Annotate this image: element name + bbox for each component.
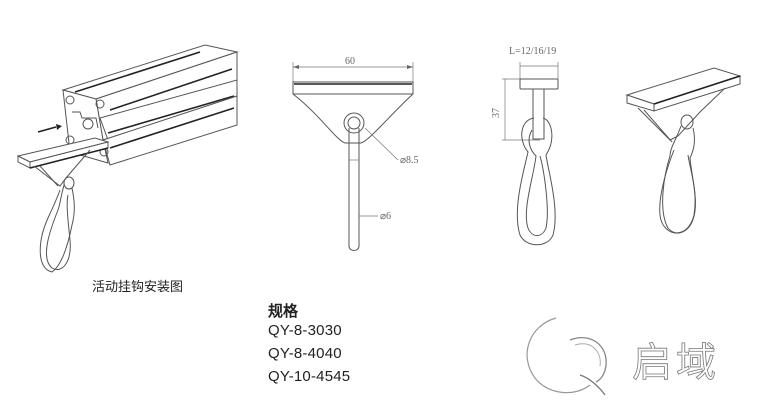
q-swirl-logo-icon (526, 317, 607, 396)
hole-diameter-label: ⌀8.5 (400, 155, 419, 166)
front-view-drawing: 60 ⌀8.5 ⌀6 (292, 56, 419, 251)
height-dimension-label: 37 (491, 108, 502, 118)
rod-diameter-label: ⌀6 (380, 211, 391, 222)
length-dimension-label: L=12/16/19 (509, 46, 556, 57)
spec-item: QY-8-3030 (268, 322, 342, 339)
width-dimension-label: 60 (345, 56, 355, 67)
installation-caption-label: 活动挂钩安装图 (92, 279, 184, 294)
side-view-drawing: L=12/16/19 37 (491, 46, 559, 246)
spec-title: 规格 (268, 303, 299, 320)
spec-item: QY-8-4040 (268, 345, 342, 362)
perspective-view-drawing (625, 67, 742, 234)
aluminum-profile-illustration (16, 44, 239, 273)
spec-item: QY-10-4545 (268, 368, 351, 385)
brand-logo-text: 启域 (632, 341, 720, 386)
